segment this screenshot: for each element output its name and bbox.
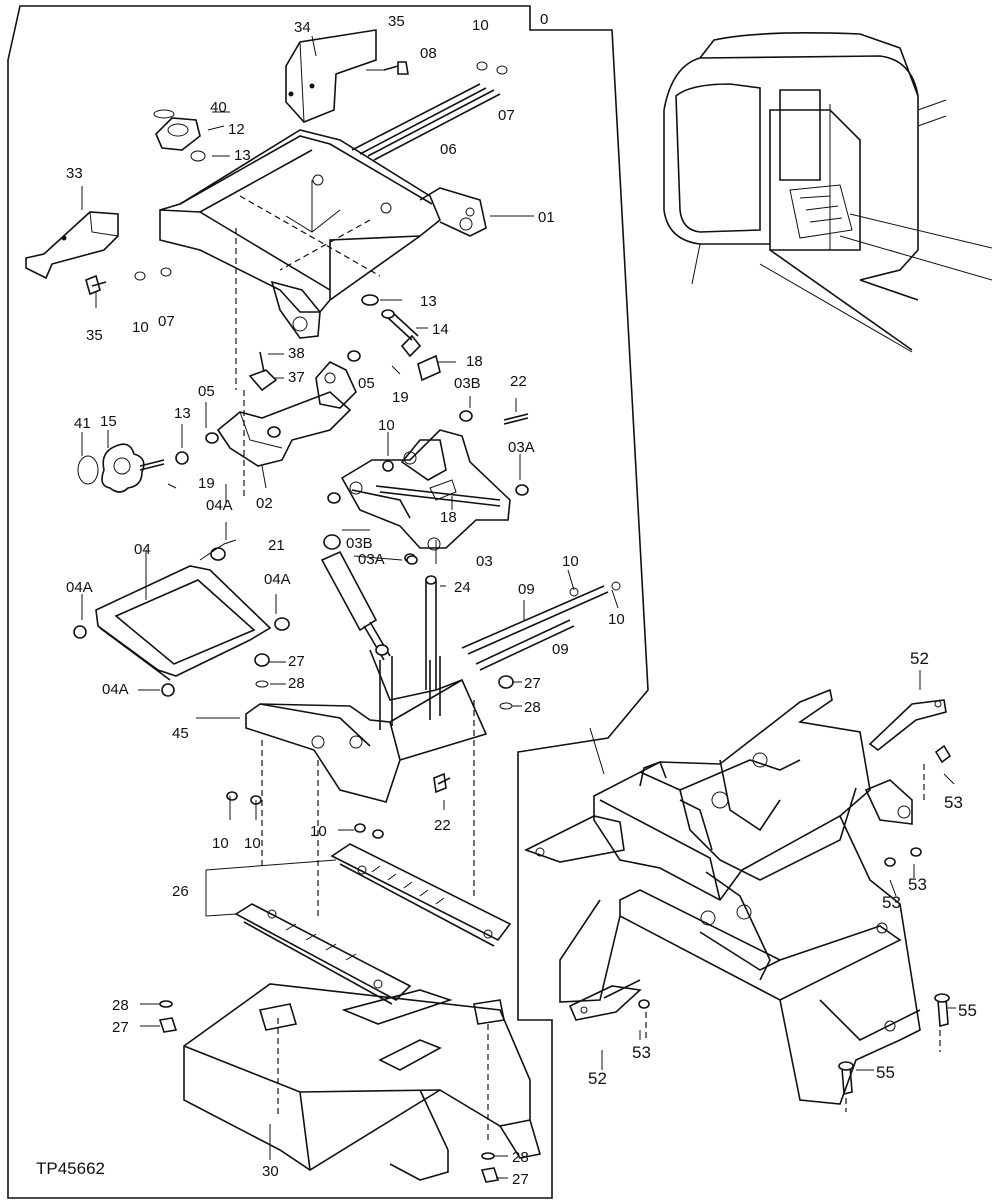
label-04A-c: 04A bbox=[66, 579, 93, 596]
label-10-f: 10 bbox=[310, 823, 327, 840]
callout-labels: 0 34 35 10 08 07 06 40 12 13 33 01 35 10… bbox=[36, 11, 977, 1188]
rods-09 bbox=[461, 581, 621, 671]
main-assembly-border bbox=[7, 5, 649, 1199]
label-13: 13 bbox=[234, 147, 251, 164]
label-04A-b: 04A bbox=[264, 571, 291, 588]
pin-24 bbox=[425, 575, 437, 690]
label-04A: 04A bbox=[206, 497, 233, 514]
label-10-e: 10 bbox=[608, 611, 625, 628]
label-28-d: 28 bbox=[512, 1149, 529, 1166]
label-28-b: 28 bbox=[524, 699, 541, 716]
label-05: 05 bbox=[358, 375, 375, 392]
label-19: 19 bbox=[392, 389, 409, 406]
part-02-assembly bbox=[205, 350, 361, 500]
label-53-c: 53 bbox=[882, 893, 901, 912]
label-13-b: 13 bbox=[420, 293, 437, 310]
label-52: 52 bbox=[910, 649, 929, 668]
label-22: 22 bbox=[510, 373, 527, 390]
knob-15 bbox=[77, 443, 189, 493]
label-22-b: 22 bbox=[434, 817, 451, 834]
label-19-b: 19 bbox=[198, 475, 215, 492]
leader-lines bbox=[81, 35, 956, 1179]
label-03A: 03A bbox=[508, 439, 535, 456]
label-02: 02 bbox=[256, 495, 273, 512]
label-03A-b: 03A bbox=[358, 551, 385, 568]
label-21: 21 bbox=[268, 537, 285, 554]
label-07: 07 bbox=[498, 107, 515, 124]
label-03B-b: 03B bbox=[346, 535, 373, 552]
label-27-c: 27 bbox=[112, 1019, 129, 1036]
part-slide-rails-26 bbox=[234, 823, 512, 1005]
label-40: 40 bbox=[210, 99, 227, 116]
label-27-d: 27 bbox=[512, 1171, 529, 1188]
label-10-g: 10 bbox=[212, 835, 229, 852]
label-38: 38 bbox=[288, 345, 305, 362]
knob-12 bbox=[153, 109, 206, 162]
assembled-seat-suspension bbox=[523, 688, 952, 1112]
label-45: 45 bbox=[172, 725, 189, 742]
label-10-c: 10 bbox=[378, 417, 395, 434]
label-15: 15 bbox=[100, 413, 117, 430]
label-08: 08 bbox=[420, 45, 437, 62]
label-37: 37 bbox=[288, 369, 305, 386]
label-28-c: 28 bbox=[112, 997, 129, 1014]
label-03B: 03B bbox=[454, 375, 481, 392]
part-base-45 bbox=[226, 649, 514, 920]
label-35: 35 bbox=[388, 13, 405, 30]
pin-14 bbox=[361, 294, 441, 382]
label-09-b: 09 bbox=[552, 641, 569, 658]
part-upper-frame-01 bbox=[159, 129, 487, 390]
label-27: 27 bbox=[288, 653, 305, 670]
label-53-d: 53 bbox=[632, 1043, 651, 1062]
label-07-b: 07 bbox=[158, 313, 175, 330]
label-18-b: 18 bbox=[440, 509, 457, 526]
rods-06-08 bbox=[351, 61, 508, 161]
part-seat-base-30 bbox=[158, 983, 542, 1183]
label-12: 12 bbox=[228, 121, 245, 138]
label-26: 26 bbox=[172, 883, 189, 900]
part-link-04 bbox=[73, 539, 290, 697]
label-13-c: 13 bbox=[174, 405, 191, 422]
label-10: 10 bbox=[472, 17, 489, 34]
label-53-b: 53 bbox=[908, 875, 927, 894]
label-33: 33 bbox=[66, 165, 83, 182]
label-24: 24 bbox=[454, 579, 471, 596]
label-18: 18 bbox=[466, 353, 483, 370]
label-41: 41 bbox=[74, 415, 91, 432]
part-damper-21 bbox=[320, 534, 418, 661]
cab-illustration bbox=[663, 32, 992, 353]
label-04A-d: 04A bbox=[102, 681, 129, 698]
drawing-reference: TP45662 bbox=[36, 1159, 105, 1178]
label-05-b: 05 bbox=[198, 383, 215, 400]
part-bracket-33 bbox=[25, 211, 172, 296]
label-10-h: 10 bbox=[244, 835, 261, 852]
label-55: 55 bbox=[958, 1001, 977, 1020]
label-09: 09 bbox=[518, 581, 535, 598]
label-27-b: 27 bbox=[524, 675, 541, 692]
label-01: 01 bbox=[538, 209, 555, 226]
label-03: 03 bbox=[476, 553, 493, 570]
label-0: 0 bbox=[540, 11, 548, 28]
label-06: 06 bbox=[440, 141, 457, 158]
label-04: 04 bbox=[134, 541, 151, 558]
part-lever-03 bbox=[327, 410, 529, 563]
label-55-b: 55 bbox=[876, 1063, 895, 1082]
label-53: 53 bbox=[944, 793, 963, 812]
label-28: 28 bbox=[288, 675, 305, 692]
label-52-b: 52 bbox=[588, 1069, 607, 1088]
label-10-d: 10 bbox=[562, 553, 579, 570]
label-14: 14 bbox=[432, 321, 449, 338]
label-10-b: 10 bbox=[132, 319, 149, 336]
label-35-b: 35 bbox=[86, 327, 103, 344]
label-30: 30 bbox=[262, 1163, 279, 1180]
label-34: 34 bbox=[294, 19, 311, 36]
part-bracket-34 bbox=[285, 29, 409, 123]
